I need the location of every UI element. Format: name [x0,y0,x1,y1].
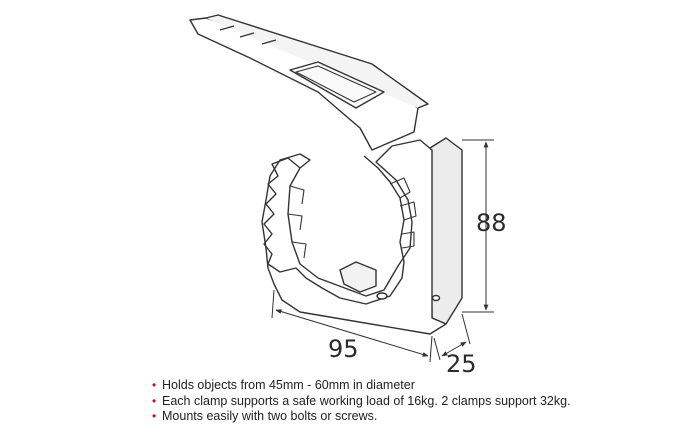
bullet-icon: • [152,378,157,392]
depth-label: 25 [446,350,477,378]
feature-text: Holds objects from 45mm - 60mm in diamet… [162,378,415,392]
bullet-icon: • [152,409,157,423]
feature-text: Each clamp supports a safe working load … [162,393,571,408]
feature-list: • Holds objects from 45mm - 60mm in diam… [152,378,571,425]
strap [189,14,429,151]
dimension-width [271,289,433,363]
clamp-body [261,137,463,335]
feature-item: • Mounts easily with two bolts or screws… [152,409,571,425]
feature-item: • Holds objects from 45mm - 60mm in diam… [152,378,571,394]
width-label: 95 [328,335,359,363]
feature-text: Mounts easily with two bolts or screws. [162,409,378,423]
feature-item: • Each clamp supports a safe working loa… [152,394,571,410]
dimension-height [462,139,494,313]
dimension-depth [433,313,471,361]
bullet-icon: • [152,393,157,408]
height-label: 88 [476,209,507,237]
